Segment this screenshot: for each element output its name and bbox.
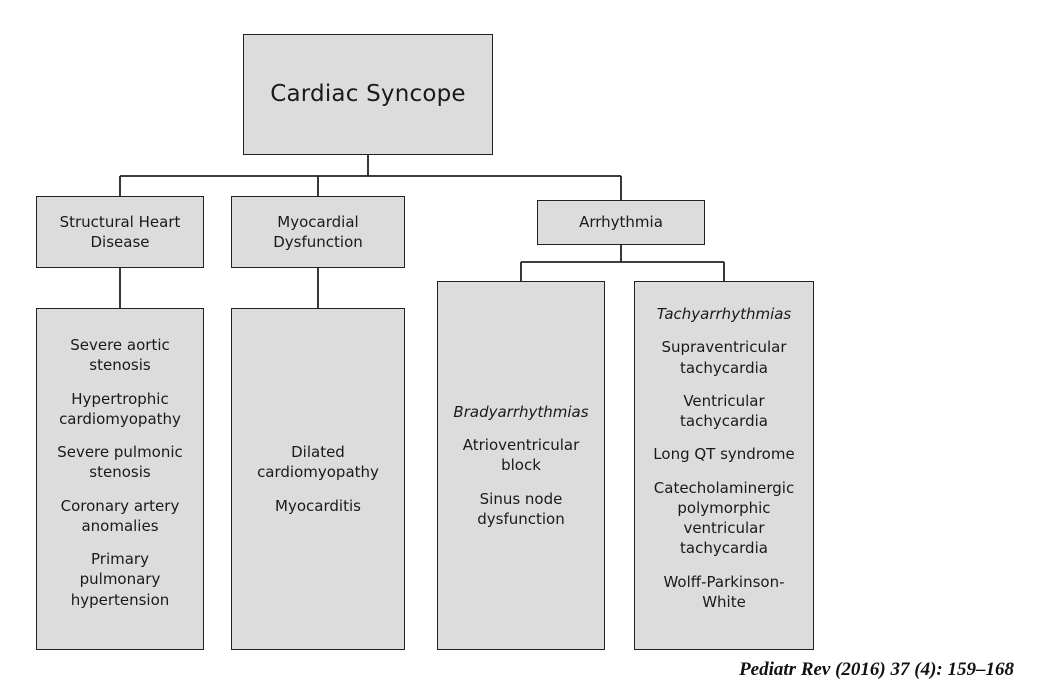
list-item: Severe aortic stenosis [70, 335, 170, 376]
list-item-line: ventricular [683, 519, 765, 537]
list-item-line: Sinus node [479, 489, 563, 508]
list-item-line: Severe aortic [70, 336, 170, 354]
list-item: Dilated cardiomyopathy [257, 442, 379, 483]
list-item: Wolff-Parkinson- White [663, 572, 784, 613]
list-item: Primary pulmonary hypertension [71, 549, 170, 610]
node-myocardial-dysfunction-line-2: Dysfunction [273, 233, 363, 251]
node-myocardial-dysfunction-items: Dilated cardiomyopathy Myocarditis [231, 308, 405, 650]
node-bradyarrhythmias: Bradyarrhythmias Atrioventricular block … [437, 281, 605, 650]
list-item-line: Dilated [291, 443, 345, 462]
node-arrhythmia-label: Arrhythmia [579, 213, 663, 232]
group-title-label: Bradyarrhythmias [453, 402, 589, 421]
list-item-line: pulmonary [79, 570, 161, 589]
group-title-label: Tachyarrhythmias [656, 305, 792, 323]
list-item-line: Myocarditis [275, 496, 361, 515]
list-item-line: tachycardia [680, 412, 768, 430]
list-item-line: block [501, 456, 541, 475]
list-item-line: Ventricular [683, 391, 765, 410]
list-item-line: cardiomyopathy [257, 463, 379, 482]
list-item-line: tachycardia [680, 539, 768, 558]
list-item-line: Atrioventricular [462, 436, 580, 455]
list-item-line: Catecholaminergic [653, 478, 795, 497]
list-item-line: cardiomyopathy [59, 409, 181, 428]
node-myocardial-dysfunction: Myocardial Dysfunction [231, 196, 405, 268]
node-structural-heart-disease-items: Severe aortic stenosis Hypertrophic card… [36, 308, 204, 650]
list-item-line: Supraventricular [661, 338, 787, 357]
list-item-line: dysfunction [477, 509, 565, 528]
node-structural-heart-disease-line-1: Structural Heart [59, 212, 181, 231]
list-item-line: tachycardia [680, 358, 768, 377]
list-item-line: Primary [91, 550, 149, 568]
node-myocardial-dysfunction-line-1: Myocardial [277, 212, 359, 231]
list-item-line: hypertension [70, 590, 170, 609]
list-item: Ventricular tachycardia [680, 391, 768, 432]
list-item: Sinus node dysfunction [477, 489, 565, 530]
node-arrhythmia: Arrhythmia [537, 200, 705, 245]
list-item: Coronary artery anomalies [61, 496, 180, 537]
list-item-line: polymorphic [677, 498, 771, 517]
list-item-line: stenosis [89, 463, 151, 482]
list-item-line: anomalies [81, 516, 159, 535]
node-structural-heart-disease-line-2: Disease [90, 233, 150, 251]
list-item: Long QT syndrome [653, 444, 794, 464]
list-item-line: Wolff-Parkinson- [663, 572, 785, 591]
node-cardiac-syncope-label: Cardiac Syncope [270, 80, 466, 107]
node-tachyarrhythmias: Tachyarrhythmias Supraventricular tachyc… [634, 281, 814, 650]
citation-text: Pediatr Rev (2016) 37 (4): 159–168 [739, 659, 1014, 680]
list-item: Myocarditis [275, 496, 361, 516]
list-item: Supraventricular tachycardia [661, 337, 786, 378]
list-item-line: stenosis [89, 356, 151, 375]
list-item-line: White [702, 592, 746, 611]
list-item-line: Severe pulmonic [57, 443, 183, 461]
list-item: Catecholaminergic polymorphic ventricula… [654, 478, 794, 559]
group-title-tachyarrhythmias: Tachyarrhythmias [657, 304, 792, 324]
list-item-line: Coronary artery [60, 496, 180, 515]
list-item: Atrioventricular block [463, 435, 580, 476]
list-item: Hypertrophic cardiomyopathy [59, 389, 181, 430]
list-item: Severe pulmonic stenosis [57, 442, 183, 483]
node-cardiac-syncope: Cardiac Syncope [243, 34, 493, 155]
list-item-line: Long QT syndrome [653, 445, 795, 464]
group-title-bradyarrhythmias: Bradyarrhythmias [453, 402, 588, 422]
node-structural-heart-disease: Structural Heart Disease [36, 196, 204, 268]
list-item-line: Hypertrophic [71, 389, 169, 408]
